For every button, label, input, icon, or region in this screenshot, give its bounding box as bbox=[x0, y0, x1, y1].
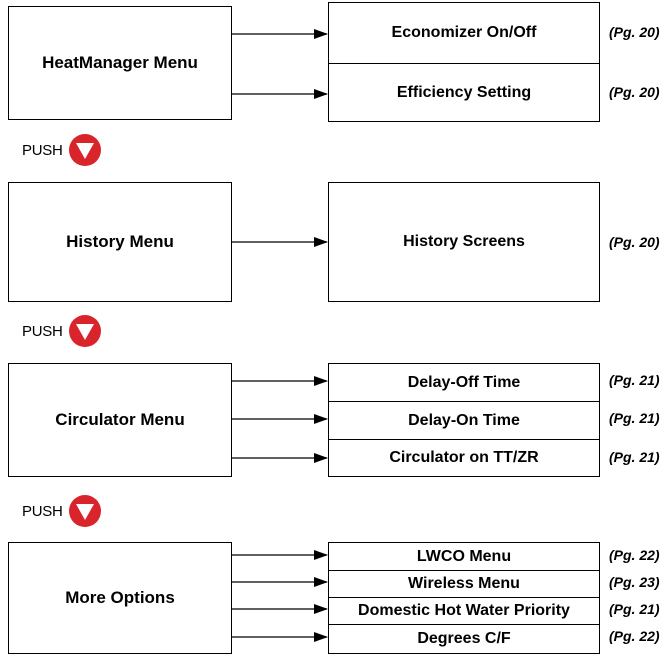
submenu-item-label: LWCO Menu bbox=[416, 547, 512, 565]
menu-label: History Menu bbox=[66, 232, 174, 251]
push-indicator: PUSH bbox=[22, 494, 102, 528]
submenu-item-economizer: Economizer On/Off bbox=[329, 3, 599, 63]
submenu-item-lwco: LWCO Menu bbox=[329, 543, 599, 570]
submenu-item-delay-on: Delay-On Time bbox=[329, 401, 599, 439]
down-triangle-icon bbox=[69, 315, 102, 347]
menu-label: More Options bbox=[65, 588, 175, 607]
heatmanager-submenu-group: Economizer On/Off Efficiency Setting bbox=[328, 2, 600, 122]
submenu-item-label: Degrees C/F bbox=[417, 630, 511, 647]
submenu-item-label: Circulator on TT/ZR bbox=[389, 449, 539, 466]
heatmanager-menu-box: HeatManager Menu bbox=[8, 6, 232, 120]
submenu-item-label: History Screens bbox=[403, 232, 525, 250]
submenu-item-wireless: Wireless Menu bbox=[329, 570, 599, 597]
page-ref: (Pg. 21) bbox=[609, 410, 660, 426]
push-label: PUSH bbox=[22, 502, 63, 520]
down-triangle-icon bbox=[69, 495, 102, 527]
history-submenu-group: History Screens bbox=[328, 182, 600, 302]
page-ref: (Pg. 23) bbox=[609, 574, 660, 590]
circulator-menu-box: Circulator Menu bbox=[8, 363, 232, 477]
more-options-submenu-group: LWCO Menu Wireless Menu Domestic Hot Wat… bbox=[328, 542, 600, 654]
page-ref: (Pg. 21) bbox=[609, 601, 660, 617]
push-label: PUSH bbox=[22, 322, 63, 340]
push-label: PUSH bbox=[22, 141, 63, 159]
page-ref: (Pg. 20) bbox=[609, 24, 660, 40]
submenu-item-label: Delay-Off Time bbox=[407, 373, 521, 391]
push-indicator: PUSH bbox=[22, 314, 102, 348]
page-ref: (Pg. 21) bbox=[609, 372, 660, 388]
circulator-submenu-group: Delay-Off Time Delay-On Time Circulator … bbox=[328, 363, 600, 477]
submenu-item-history-screens: History Screens bbox=[329, 183, 599, 300]
menu-label: Circulator Menu bbox=[55, 410, 185, 429]
submenu-item-efficiency: Efficiency Setting bbox=[329, 63, 599, 121]
submenu-item-circulator-tt-zr: Circulator on TT/ZR bbox=[329, 439, 599, 476]
submenu-item-label: Efficiency Setting bbox=[396, 83, 532, 101]
page-ref: (Pg. 21) bbox=[609, 449, 660, 465]
page-ref: (Pg. 20) bbox=[609, 84, 660, 100]
history-menu-box: History Menu bbox=[8, 182, 232, 302]
submenu-item-dhw-priority: Domestic Hot Water Priority bbox=[329, 597, 599, 624]
page-ref: (Pg. 20) bbox=[609, 234, 660, 250]
submenu-item-label: Wireless Menu bbox=[408, 575, 520, 592]
submenu-item-label: Economizer On/Off bbox=[391, 24, 537, 41]
push-indicator: PUSH bbox=[22, 133, 102, 167]
down-triangle-icon bbox=[69, 134, 102, 166]
submenu-item-label: Domestic Hot Water Priority bbox=[358, 602, 570, 619]
page-ref: (Pg. 22) bbox=[609, 628, 660, 644]
more-options-menu-box: More Options bbox=[8, 542, 232, 654]
page-ref: (Pg. 22) bbox=[609, 547, 660, 563]
submenu-item-delay-off: Delay-Off Time bbox=[329, 364, 599, 401]
submenu-item-label: Delay-On Time bbox=[408, 411, 520, 429]
menu-label: HeatManager Menu bbox=[42, 53, 198, 72]
submenu-item-degrees: Degrees C/F bbox=[329, 624, 599, 653]
